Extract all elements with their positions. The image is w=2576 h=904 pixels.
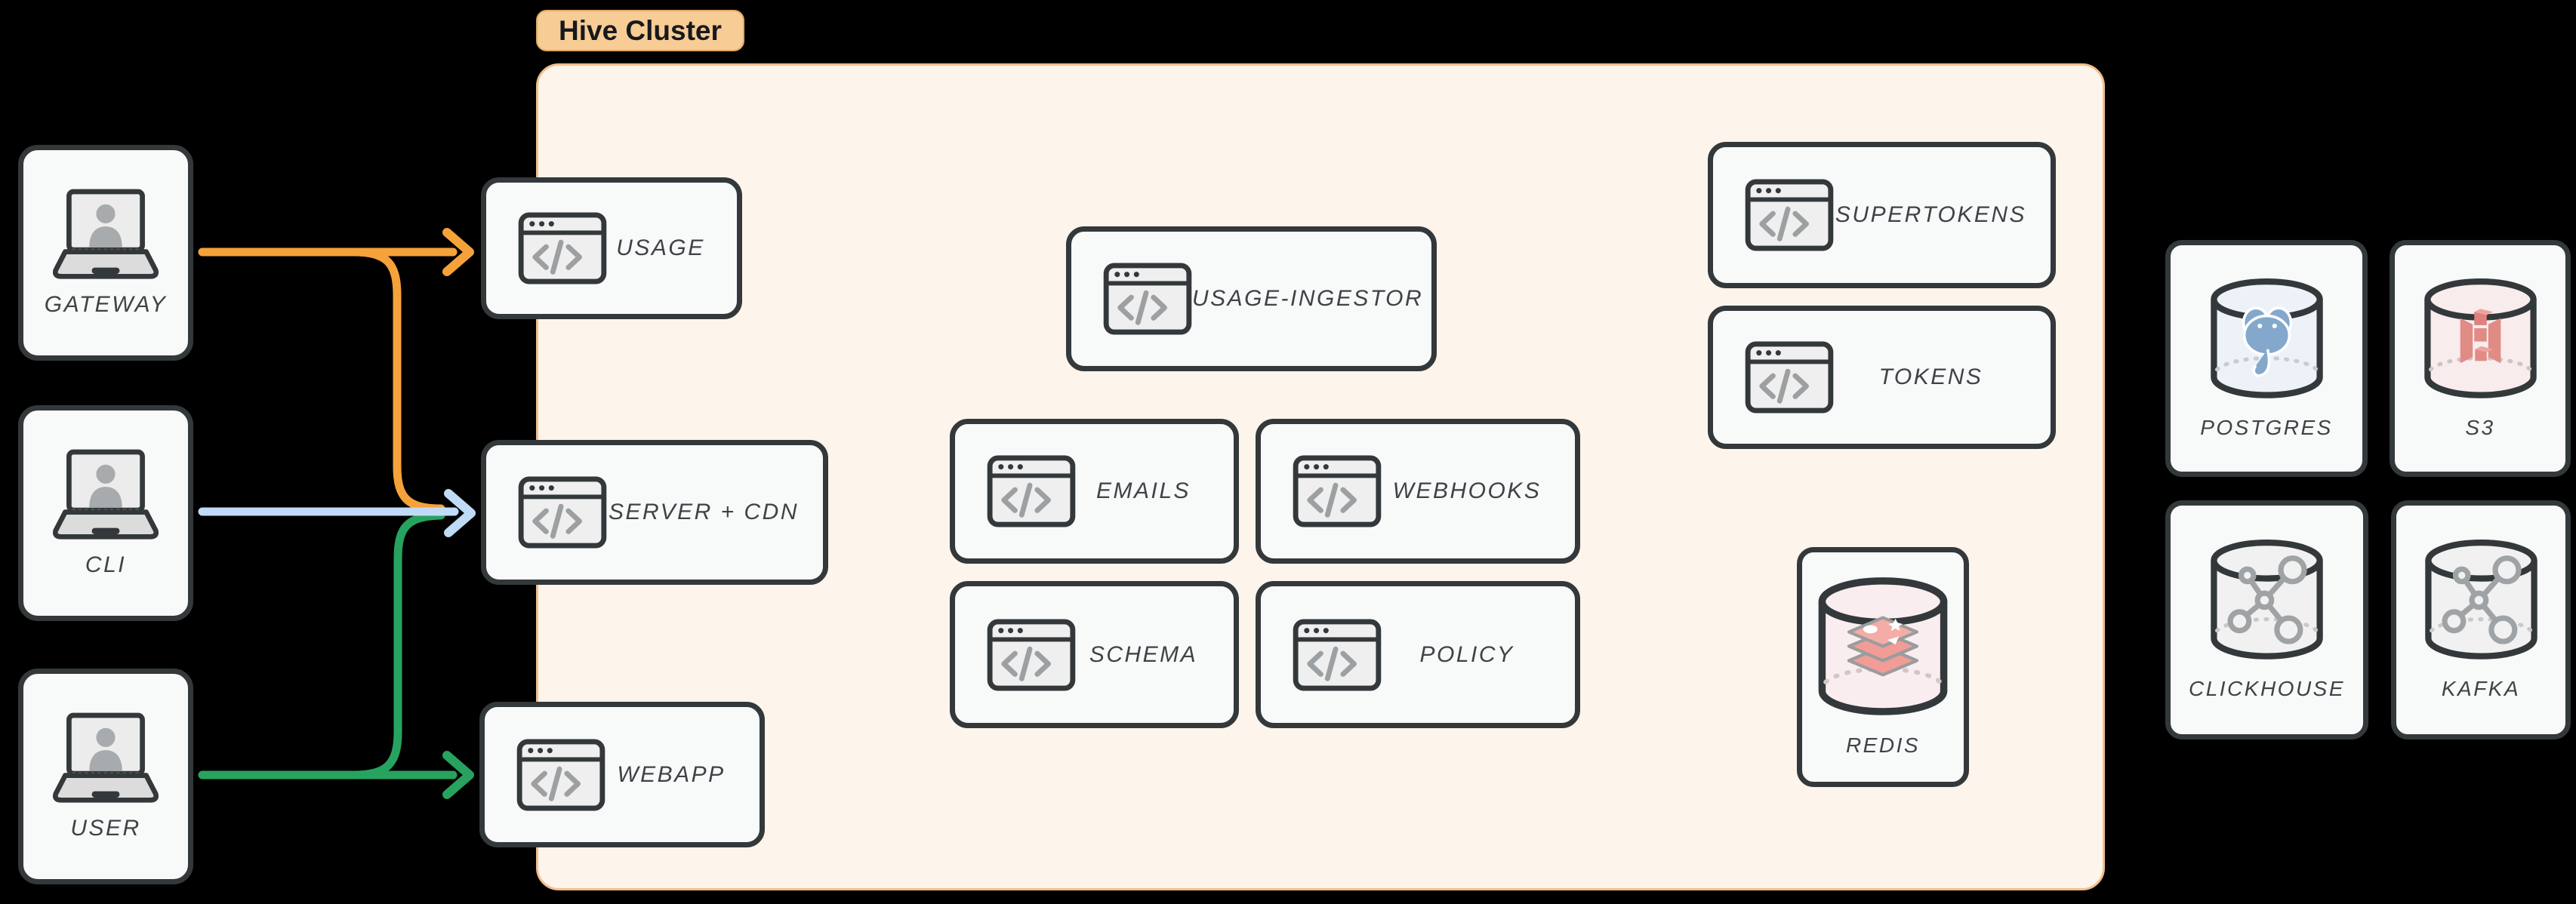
edge-user-to-server-cdn bbox=[349, 511, 445, 779]
code-window-icon bbox=[1293, 455, 1382, 527]
code-window-icon bbox=[518, 212, 607, 284]
code-window-icon bbox=[1745, 341, 1834, 414]
node-server-cdn: SERVER + CDN bbox=[481, 440, 828, 585]
node-s3-label: S3 bbox=[2465, 415, 2495, 439]
code-window-icon bbox=[518, 476, 607, 549]
edge-gateway-to-server-cdn bbox=[349, 248, 445, 513]
code-window-icon bbox=[516, 739, 605, 811]
node-policy: POLICY bbox=[1256, 581, 1580, 728]
hive-cluster-badge: Hive Cluster bbox=[536, 10, 744, 51]
node-schema-label: SCHEMA bbox=[1089, 641, 1198, 667]
node-usage-ingestor-label: USAGE-INGESTOR bbox=[1192, 286, 1424, 311]
edge-cli-to-server-cdn bbox=[198, 489, 476, 537]
node-usage: USAGE bbox=[481, 177, 742, 319]
node-policy-label: POLICY bbox=[1419, 641, 1514, 667]
node-redis: REDIS bbox=[1797, 547, 1969, 787]
laptop-user-icon bbox=[42, 188, 169, 281]
node-postgres: POSTGRES bbox=[2165, 240, 2368, 477]
node-user-label: USER bbox=[70, 816, 141, 841]
node-server-cdn-label: SERVER + CDN bbox=[608, 500, 799, 524]
s3-database-icon bbox=[2422, 278, 2539, 404]
node-cli: CLI bbox=[18, 405, 193, 621]
node-webhooks-label: WEBHOOKS bbox=[1392, 478, 1542, 503]
code-window-icon bbox=[1745, 179, 1834, 251]
node-kafka-label: KAFKA bbox=[2441, 677, 2521, 700]
laptop-user-icon bbox=[42, 448, 169, 542]
redis-database-icon bbox=[1816, 577, 1950, 721]
node-clickhouse-label: CLICKHOUSE bbox=[2188, 677, 2346, 700]
edge-gateway-to-usage bbox=[198, 228, 474, 276]
node-supertokens-label: SUPERTOKENS bbox=[1835, 202, 2027, 227]
code-window-icon bbox=[1103, 263, 1192, 335]
node-emails-label: EMAILS bbox=[1095, 478, 1191, 503]
node-supertokens: SUPERTOKENS bbox=[1708, 142, 2056, 288]
code-window-icon bbox=[987, 455, 1076, 527]
node-webhooks: WEBHOOKS bbox=[1256, 419, 1580, 564]
node-redis-label: REDIS bbox=[1845, 733, 1921, 757]
edge-user-to-webapp bbox=[198, 751, 474, 799]
node-kafka: KAFKA bbox=[2391, 500, 2571, 739]
node-cli-label: CLI bbox=[85, 552, 127, 577]
node-emails: EMAILS bbox=[950, 419, 1239, 564]
node-gateway: GATEWAY bbox=[18, 145, 193, 361]
node-tokens-label: TOKENS bbox=[1878, 364, 1983, 389]
node-usage-label: USAGE bbox=[616, 235, 705, 260]
node-s3: S3 bbox=[2390, 240, 2571, 477]
hive-cluster-label: Hive Cluster bbox=[559, 14, 722, 46]
laptop-user-icon bbox=[42, 712, 169, 805]
code-window-icon bbox=[1293, 619, 1382, 691]
node-tokens: TOKENS bbox=[1708, 306, 2056, 449]
node-usage-ingestor: USAGE-INGESTOR bbox=[1066, 226, 1437, 371]
node-webapp: WEBAPP bbox=[479, 702, 765, 847]
node-schema: SCHEMA bbox=[950, 581, 1239, 728]
graph-database-icon bbox=[2208, 539, 2325, 665]
code-window-icon bbox=[987, 619, 1076, 691]
node-gateway-label: GATEWAY bbox=[44, 292, 168, 317]
node-clickhouse: CLICKHOUSE bbox=[2165, 500, 2368, 739]
node-user: USER bbox=[18, 669, 193, 884]
node-postgres-label: POSTGRES bbox=[2200, 415, 2333, 439]
graph-database-icon bbox=[2423, 539, 2540, 665]
node-webapp-label: WEBAPP bbox=[617, 761, 726, 787]
postgres-database-icon bbox=[2208, 278, 2325, 404]
